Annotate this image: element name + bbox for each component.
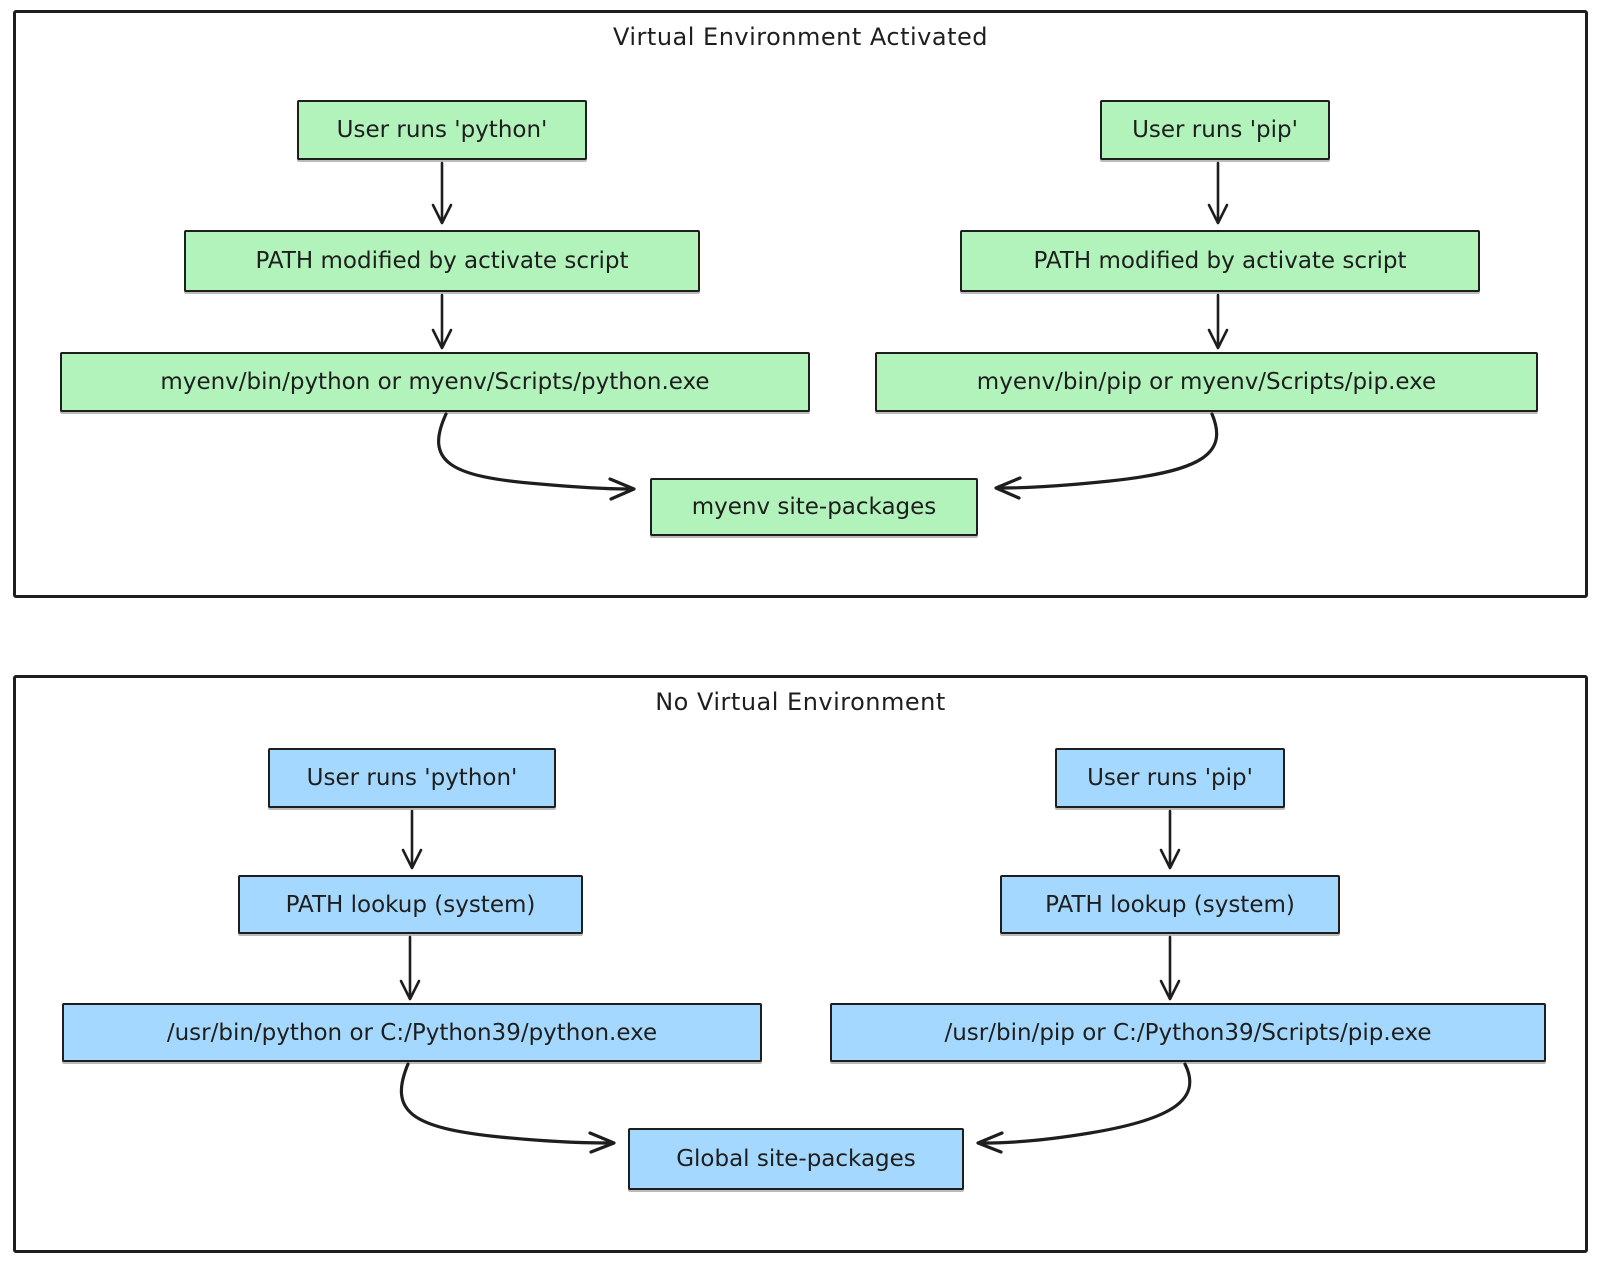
no-venv-panel-title: No Virtual Environment: [655, 688, 946, 716]
global-node-user-runs-python: User runs 'python': [268, 748, 556, 808]
venv-node-path-modified-right: PATH modified by activate script: [960, 230, 1480, 292]
venv-node-user-runs-pip: User runs 'pip': [1100, 100, 1330, 160]
global-node-python-executable: /usr/bin/python or C:/Python39/python.ex…: [62, 1003, 762, 1062]
global-node-path-lookup-left: PATH lookup (system): [238, 875, 583, 934]
venv-node-user-runs-python: User runs 'python': [297, 100, 587, 160]
venv-node-python-executable: myenv/bin/python or myenv/Scripts/python…: [60, 352, 810, 412]
global-node-site-packages: Global site-packages: [628, 1128, 964, 1190]
global-node-user-runs-pip: User runs 'pip': [1055, 748, 1285, 808]
venv-node-path-modified-left: PATH modified by activate script: [184, 230, 700, 292]
venv-node-site-packages: myenv site-packages: [650, 478, 978, 536]
global-node-path-lookup-right: PATH lookup (system): [1000, 875, 1340, 934]
global-node-pip-executable: /usr/bin/pip or C:/Python39/Scripts/pip.…: [830, 1003, 1546, 1062]
venv-panel: Virtual Environment Activated: [13, 10, 1588, 598]
venv-node-pip-executable: myenv/bin/pip or myenv/Scripts/pip.exe: [875, 352, 1538, 412]
venv-panel-title: Virtual Environment Activated: [612, 23, 988, 51]
no-venv-panel: No Virtual Environment: [13, 675, 1588, 1253]
